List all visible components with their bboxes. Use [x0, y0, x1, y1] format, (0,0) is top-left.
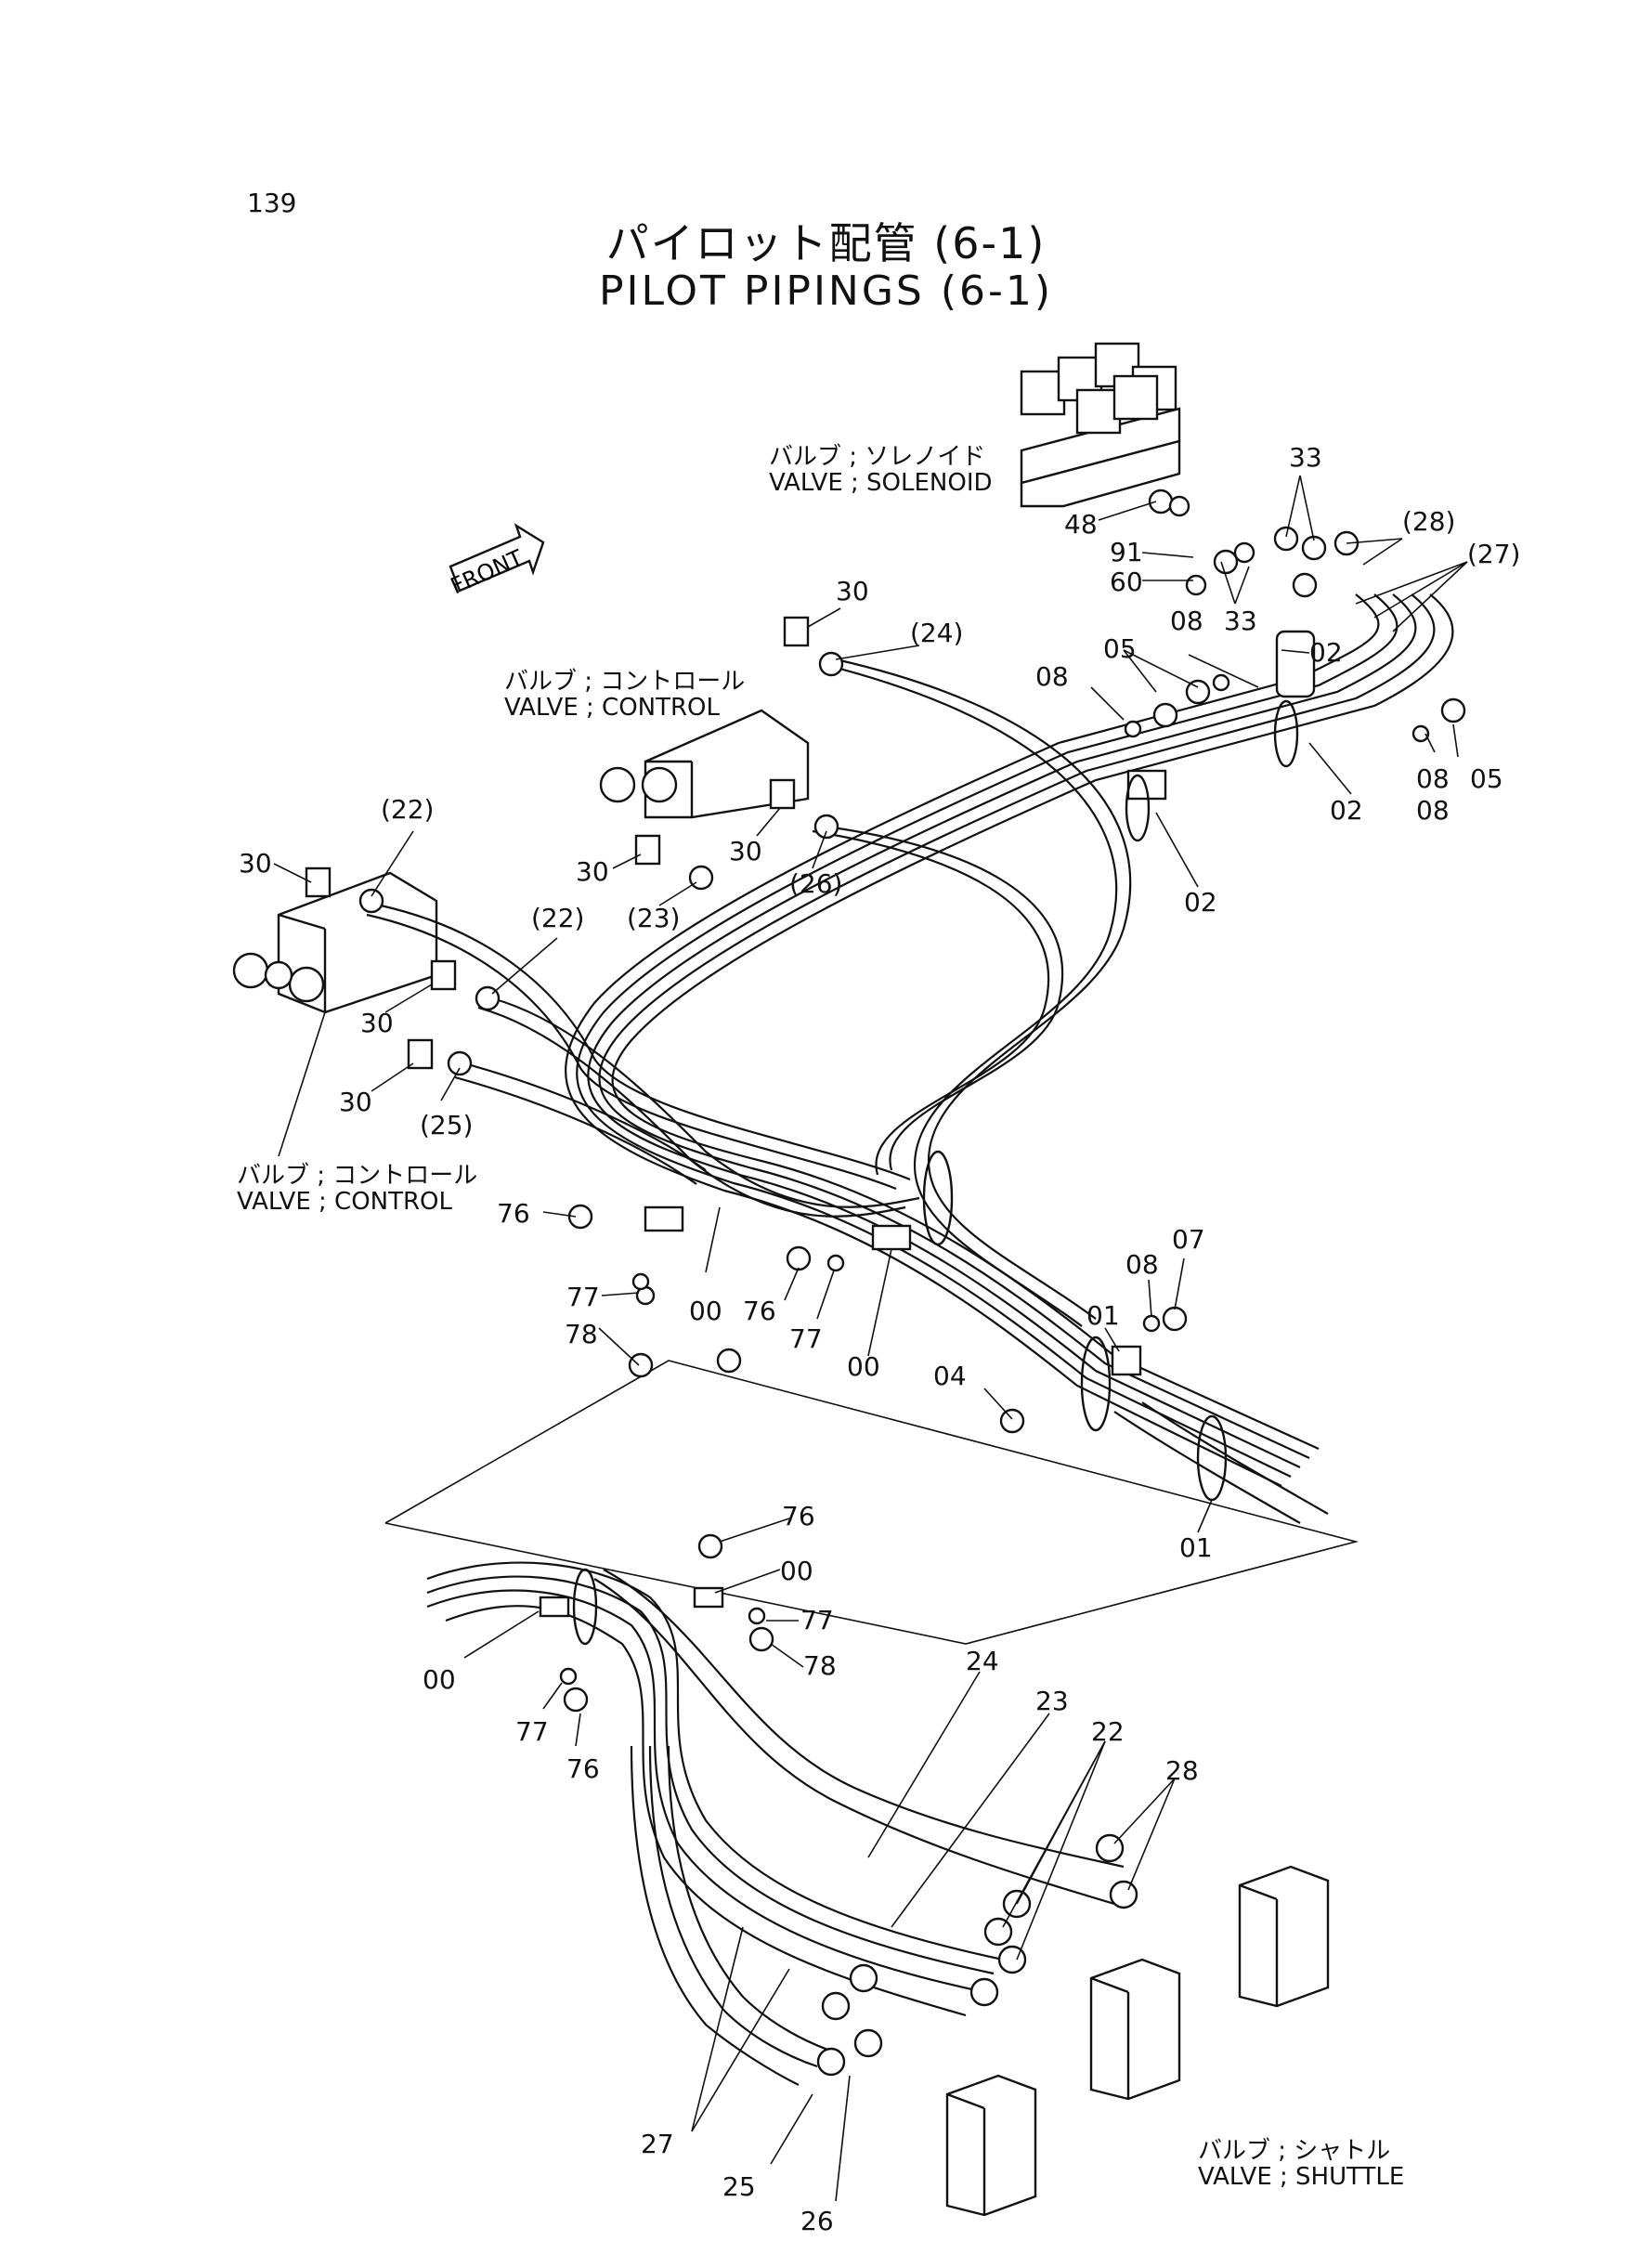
part-callout: 00 — [847, 1351, 880, 1382]
part-callout: 48 — [1064, 509, 1098, 540]
control-valve-upper-label: バルブ ; コントロール VALVE ; CONTROL — [504, 669, 745, 721]
part-callout: 77 — [789, 1323, 823, 1354]
shuttle-valve-label: バルブ ; シャトル VALVE ; SHUTTLE — [1198, 2138, 1404, 2190]
control-valve-lower-label-jp: バルブ ; コントロール — [237, 1162, 478, 1190]
part-callout: 28 — [1165, 1755, 1199, 1786]
part-callout: 05 — [1470, 763, 1503, 794]
part-callout: 30 — [339, 1087, 372, 1117]
solenoid-valve-drawing — [1020, 342, 1181, 508]
hose-bundle-upper — [366, 593, 1454, 1524]
part-callout: 33 — [1224, 606, 1257, 636]
part-callout: 30 — [576, 856, 609, 887]
part-callout: 00 — [689, 1296, 722, 1326]
part-callout: 91 — [1110, 537, 1143, 567]
part-callout: 02 — [1330, 795, 1363, 826]
solenoid-valve-label: バルブ ; ソレノイド VALVE ; SOLENOID — [769, 444, 993, 496]
elbow-fittings — [305, 616, 810, 1070]
part-callout: 00 — [423, 1664, 456, 1695]
part-callout: 24 — [966, 1646, 999, 1676]
part-callout: 76 — [497, 1198, 530, 1229]
part-callout: 77 — [566, 1282, 600, 1312]
part-callout: 78 — [565, 1319, 598, 1349]
part-callout: 76 — [782, 1501, 815, 1531]
part-callout: 08 — [1035, 661, 1069, 692]
clamps-hardware — [539, 495, 1466, 1713]
part-callout: 05 — [1103, 633, 1137, 664]
part-callout: 33 — [1289, 442, 1322, 473]
solenoid-valve-label-jp: バルブ ; ソレノイド — [769, 443, 986, 471]
front-label: FRONT — [447, 544, 527, 599]
part-callout: (24) — [910, 618, 964, 648]
part-callout: (26) — [789, 868, 843, 899]
front-arrow: FRONT — [447, 523, 545, 599]
part-callout: 30 — [729, 836, 762, 866]
part-callout: 22 — [1091, 1716, 1125, 1747]
part-callout: 30 — [360, 1008, 394, 1038]
control-valve-upper-drawing — [599, 709, 810, 819]
part-callout: 00 — [780, 1556, 813, 1586]
page-title-japanese: パイロット配管 (6-1) — [605, 218, 1047, 268]
part-callout: 77 — [515, 1716, 549, 1747]
page-title-english: PILOT PIPINGS (6-1) — [598, 267, 1054, 315]
part-callout: (28) — [1402, 506, 1456, 537]
part-callout: 76 — [566, 1753, 600, 1784]
shuttle-valve-label-en: VALVE ; SHUTTLE — [1198, 2163, 1405, 2191]
part-callout: (27) — [1467, 539, 1521, 569]
part-callout: (22) — [381, 794, 435, 825]
part-callout: 08 — [1416, 763, 1450, 794]
control-valve-lower-label: バルブ ; コントロール VALVE ; CONTROL — [237, 1163, 477, 1215]
page-number: 139 — [247, 188, 297, 218]
part-callout: 08 — [1416, 795, 1450, 826]
control-valve-upper-label-jp: バルブ ; コントロール — [504, 668, 746, 696]
part-callout: 01 — [1179, 1532, 1213, 1563]
part-callout: 26 — [800, 2206, 834, 2236]
part-callout: 60 — [1110, 567, 1143, 597]
control-valve-upper-label-en: VALVE ; CONTROL — [504, 694, 721, 722]
part-callout: 04 — [933, 1361, 967, 1391]
part-callout: 08 — [1170, 606, 1203, 636]
floor-plate — [384, 1360, 1359, 1645]
part-callout: 01 — [1086, 1300, 1120, 1331]
hose-fittings — [358, 489, 1359, 2077]
part-callout: (23) — [627, 903, 681, 933]
control-valve-lower-drawing — [232, 871, 438, 1157]
part-callout: 02 — [1309, 637, 1343, 668]
shuttle-valve-label-jp: バルブ ; シャトル — [1198, 2137, 1391, 2165]
part-callout: 23 — [1035, 1686, 1069, 1716]
leader-lines — [273, 475, 1468, 2202]
part-callout: 77 — [800, 1605, 834, 1635]
part-callout: (25) — [420, 1110, 474, 1140]
part-callout: 78 — [803, 1650, 837, 1681]
part-callout: 02 — [1184, 887, 1217, 918]
shuttle-valve-drawings — [945, 1865, 1330, 2217]
part-callout: 08 — [1125, 1249, 1159, 1280]
solenoid-valve-label-en: VALVE ; SOLENOID — [769, 469, 993, 497]
hose-bundle-lower — [426, 1561, 1125, 2086]
part-callout: 25 — [722, 2171, 756, 2202]
part-callout: 30 — [239, 848, 272, 879]
part-callout: 07 — [1172, 1224, 1205, 1255]
part-callout: (22) — [531, 903, 585, 933]
part-callout: 27 — [641, 2129, 674, 2159]
part-callout: 76 — [743, 1296, 776, 1326]
part-callout: 30 — [836, 576, 869, 606]
control-valve-lower-label-en: VALVE ; CONTROL — [237, 1188, 453, 1216]
